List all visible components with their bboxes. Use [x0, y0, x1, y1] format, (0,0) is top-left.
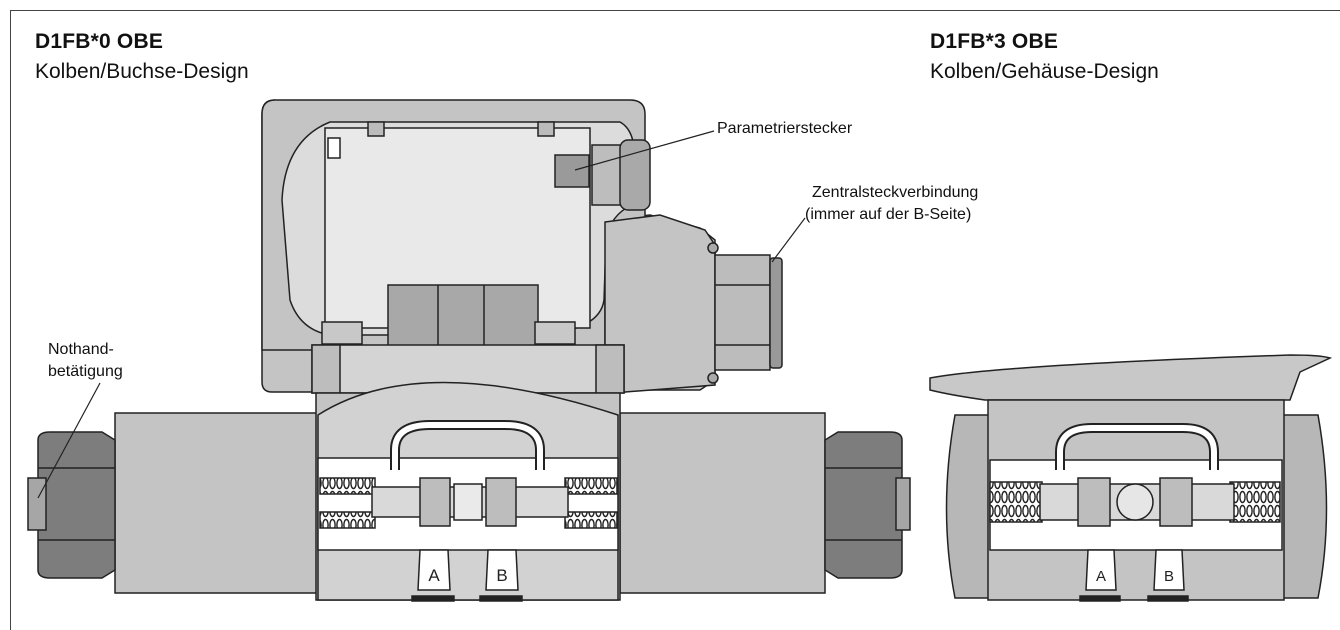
parameter-plug-leader	[574, 130, 715, 171]
right-port-b-label: B	[1164, 568, 1174, 585]
left-valve	[27, 99, 911, 602]
figure-frame	[10, 10, 1340, 630]
right-port-a	[1085, 549, 1117, 591]
coil-block	[387, 284, 539, 351]
left-end-cap	[37, 431, 116, 579]
left-view-title: D1FB*0 OBE	[35, 30, 164, 53]
left-solenoid	[114, 412, 321, 594]
parameter-plug	[554, 154, 590, 188]
port-b	[485, 549, 519, 591]
manual-override-button	[27, 477, 47, 531]
right-valve	[929, 354, 1333, 602]
right-end-cap	[824, 431, 903, 579]
right-valve-cover	[929, 354, 1333, 401]
right-view-subtitle: Kolben/Gehäuse-Design	[930, 60, 1159, 83]
right-solenoid	[619, 412, 826, 594]
left-port-a-label: A	[428, 566, 440, 585]
right-valve-right-solenoid	[1281, 414, 1328, 599]
manual-override-label-line1: Nothand-	[48, 341, 114, 358]
right-port-b	[1153, 549, 1185, 591]
central-connector-label-line2: (immer auf der B-Seite)	[805, 206, 972, 223]
central-connector-leader	[771, 217, 806, 263]
parameter-plug-label: Parametrierstecker	[717, 120, 853, 137]
manual-override-leader	[37, 382, 101, 499]
right-view-title: D1FB*3 OBE	[930, 30, 1059, 53]
left-view-subtitle: Kolben/Buchse-Design	[35, 60, 249, 83]
central-connector	[714, 254, 771, 371]
central-connector-label-line1: Zentralsteckverbindung	[812, 184, 979, 201]
left-port-b-label: B	[496, 566, 507, 585]
right-valve-left-solenoid	[945, 414, 991, 599]
right-port-a-label: A	[1096, 568, 1106, 585]
manual-override-label-line2: betätigung	[48, 363, 123, 380]
port-a	[417, 549, 451, 591]
